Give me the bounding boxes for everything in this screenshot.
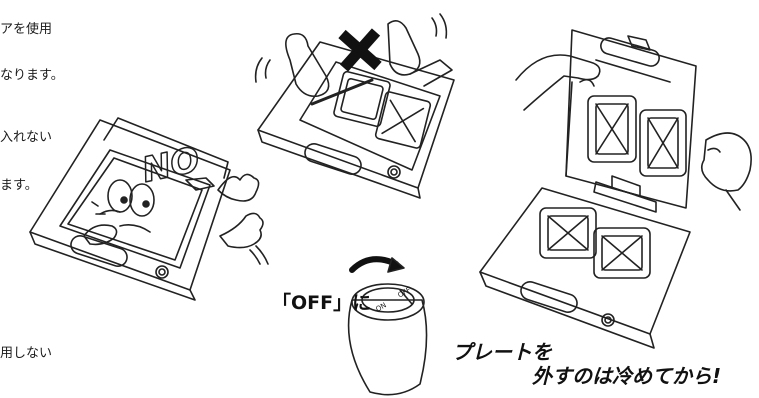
open-sandwich-maker-illustration (479, 29, 752, 349)
instruction-line-3: 入れない (0, 130, 53, 145)
appliance-with-face-illustration: NO (29, 117, 269, 301)
caption-line-1: プレートを (452, 340, 552, 364)
caption-line-2: 外すのは冷めてから! (532, 364, 722, 388)
do-not-remove-hot-plate-illustration (254, 13, 455, 199)
switch-off-callout: 「OFF」に (272, 292, 372, 314)
instruction-line-2: なります。 (0, 68, 64, 83)
instruction-line-5: 用しない (0, 346, 53, 361)
instruction-line-4: ます。 (0, 178, 38, 193)
instruction-line-1: アを使用 (0, 22, 53, 37)
off-knob-illustration: OFF ON (347, 256, 428, 396)
